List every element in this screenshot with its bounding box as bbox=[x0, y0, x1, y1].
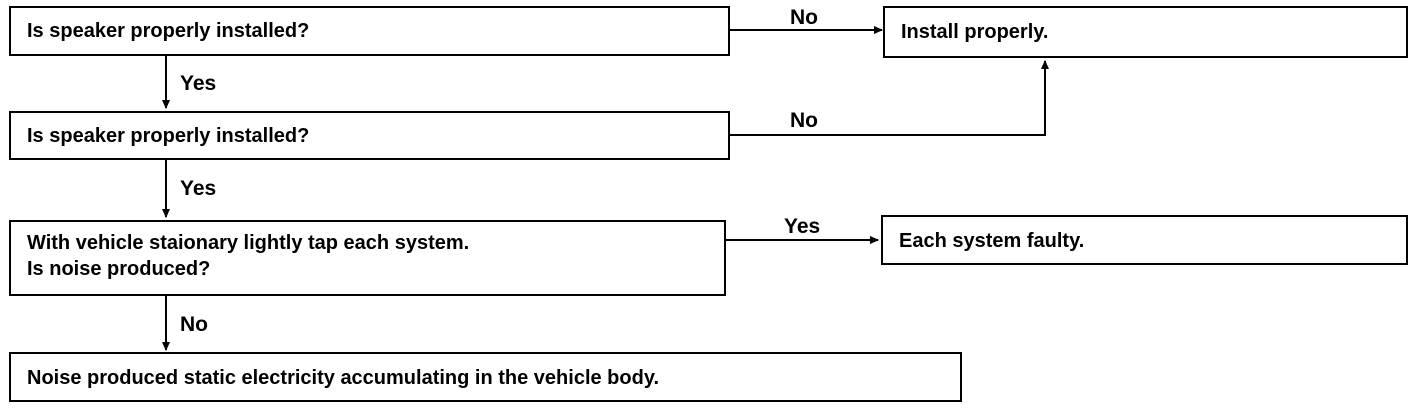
result-install-text: Install properly. bbox=[901, 21, 1049, 43]
question-2-text: Is speaker properly installed? bbox=[27, 125, 310, 147]
question-box-3: With vehicle staionary lightly tap each … bbox=[9, 220, 726, 296]
edge-label-q3-yes: Yes bbox=[784, 215, 821, 238]
question-box-2: Is speaker properly installed? bbox=[9, 111, 730, 160]
edge-label-q1-no: No bbox=[790, 6, 818, 29]
edge-label-q2-no: No bbox=[790, 109, 818, 132]
arrow-q2-no bbox=[730, 60, 1049, 136]
result-static-text: Noise produced static electricity accumu… bbox=[27, 367, 660, 389]
question-box-1: Is speaker properly installed? bbox=[9, 6, 730, 56]
result-box-faulty: Each system faulty. bbox=[881, 215, 1408, 265]
question-1-text: Is speaker properly installed? bbox=[27, 20, 310, 42]
question-3-line-1: With vehicle staionary lightly tap each … bbox=[27, 232, 470, 254]
edge-label-q3-no: No bbox=[180, 313, 208, 336]
result-box-install: Install properly. bbox=[883, 6, 1408, 58]
edge-label-q1-yes: Yes bbox=[180, 72, 217, 95]
result-faulty-text: Each system faulty. bbox=[899, 230, 1085, 252]
question-3-line-2: Is noise produced? bbox=[27, 258, 211, 280]
edge-label-q2-yes: Yes bbox=[180, 177, 217, 200]
result-box-static: Noise produced static electricity accumu… bbox=[9, 352, 962, 402]
